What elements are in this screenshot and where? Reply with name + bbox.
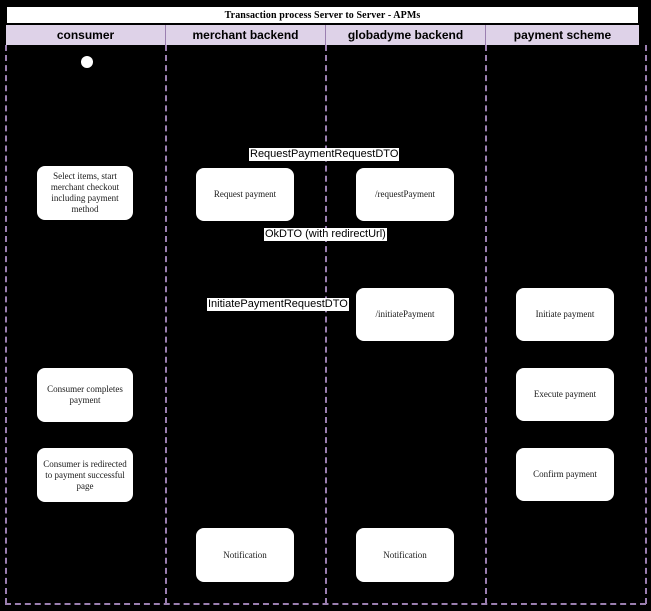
message-label-request-payment-dto: RequestPaymentRequestDTO <box>249 148 400 161</box>
activity-notification-merchant[interactable]: Notification <box>195 527 295 583</box>
message-label-okdto: OkDTO (with redirectUrl) <box>264 228 387 241</box>
activity-label: Initiate payment <box>535 309 595 319</box>
activity-consumer-completes-payment[interactable]: Consumer completes payment <box>36 367 134 423</box>
start-node-icon <box>81 56 93 68</box>
activity-request-payment[interactable]: Request payment <box>195 167 295 222</box>
lane-header-merchant-backend[interactable]: merchant backend <box>165 25 325 45</box>
diagram-title-bar: Transaction process Server to Server - A… <box>6 6 639 24</box>
lane-divider-consumer-merchant <box>165 45 167 604</box>
frame-border-left <box>5 45 7 604</box>
diagram-title: Transaction process Server to Server - A… <box>224 9 421 21</box>
activity-select-items[interactable]: Select items, start merchant checkout in… <box>36 165 134 221</box>
activity-notification-globadyme[interactable]: Notification <box>355 527 455 583</box>
lane-header-globadyme-backend[interactable]: globadyme backend <box>325 25 485 45</box>
activity-label: /initiatePayment <box>375 309 435 319</box>
activity-confirm-payment[interactable]: Confirm payment <box>515 447 615 502</box>
frame-border-right <box>645 45 647 604</box>
lane-header-payment-scheme[interactable]: payment scheme <box>485 25 639 45</box>
activity-label: Consumer is redirected to payment succes… <box>43 458 127 491</box>
activity-consumer-redirected[interactable]: Consumer is redirected to payment succes… <box>36 447 134 503</box>
lane-divider-globadyme-scheme <box>485 45 487 604</box>
activity-initiate-payment-endpoint[interactable]: /initiatePayment <box>355 287 455 342</box>
lane-label-globadyme-backend: globadyme backend <box>347 28 464 42</box>
activity-execute-payment[interactable]: Execute payment <box>515 367 615 422</box>
lane-label-consumer: consumer <box>56 28 115 42</box>
lane-header-band: consumer merchant backend globadyme back… <box>6 25 639 45</box>
activity-label: Select items, start merchant checkout in… <box>50 171 120 214</box>
frame-border-bottom <box>5 603 646 605</box>
lane-label-merchant-backend: merchant backend <box>192 28 299 42</box>
activity-label: Notification <box>223 549 267 560</box>
activity-label: Confirm payment <box>533 469 597 479</box>
activity-label: Request payment <box>213 189 277 199</box>
activity-initiate-payment[interactable]: Initiate payment <box>515 287 615 342</box>
message-label-initiate-payment-dto: InitiatePaymentRequestDTO <box>207 298 349 311</box>
lane-divider-merchant-globadyme <box>325 45 327 604</box>
activity-label: Notification <box>383 549 427 560</box>
activity-label: Execute payment <box>533 389 597 399</box>
lane-label-payment-scheme: payment scheme <box>513 28 612 42</box>
activity-request-payment-endpoint[interactable]: /requestPayment <box>355 167 455 222</box>
activity-label: /requestPayment <box>375 189 435 199</box>
activity-label: Consumer completes payment <box>47 384 123 405</box>
lane-header-consumer[interactable]: consumer <box>6 25 165 45</box>
